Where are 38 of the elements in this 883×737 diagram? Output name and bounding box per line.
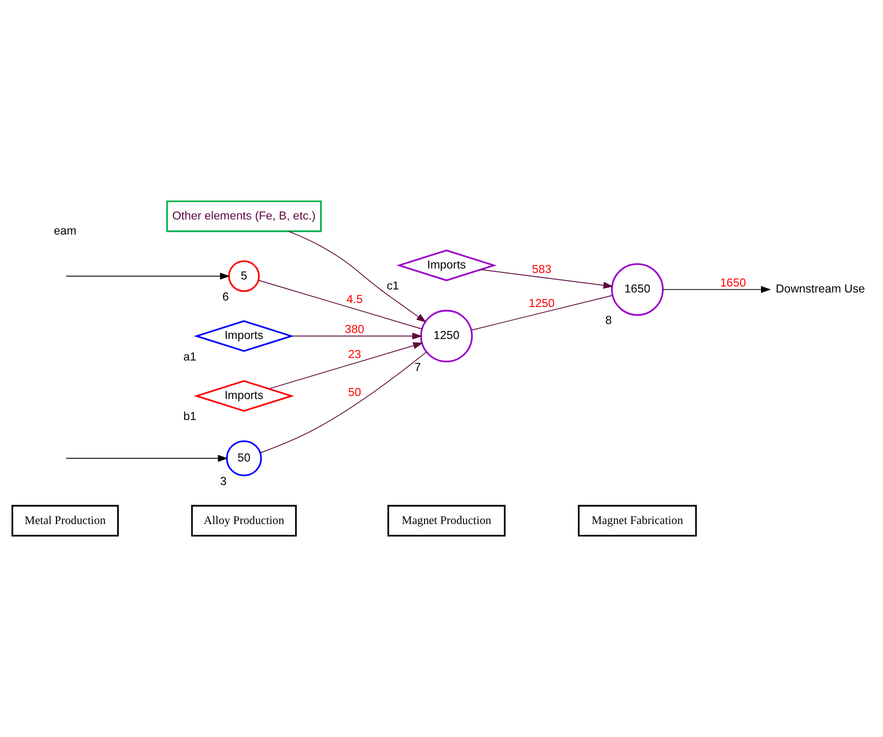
node-box: Magnet Fabrication: [578, 504, 697, 536]
node-box: Metal Production: [12, 504, 119, 536]
node-label: 8: [605, 314, 612, 328]
edge-label: 1650: [720, 276, 746, 290]
node-label: b1: [183, 410, 196, 424]
node-text: Downstream Use: [776, 282, 865, 296]
edge-label: 23: [348, 348, 362, 361]
node-box: Other elements (Fe, B, etc.): [166, 200, 322, 232]
node-diamond: Imports: [396, 250, 497, 282]
node-box: Alloy Production: [191, 504, 297, 536]
arrow: [288, 230, 426, 323]
arrow: [480, 269, 614, 289]
node-label: 7: [414, 360, 421, 374]
arrow: [268, 342, 424, 390]
edge-label: 50: [348, 386, 362, 400]
node-circle: 1250: [420, 310, 473, 362]
node-label: 6: [222, 290, 229, 304]
arrow: [662, 286, 771, 293]
node-label: c1: [386, 280, 399, 293]
node-circle: 5: [228, 260, 260, 292]
arrow: [66, 272, 230, 280]
connector: [470, 295, 613, 331]
node-diamond: Imports: [194, 320, 294, 352]
node-label: a1: [183, 350, 196, 364]
edge-label: 4.5: [346, 292, 363, 306]
node-diamond: Imports: [194, 380, 294, 412]
node-box: Magnet Production: [387, 504, 506, 536]
label: eam: [54, 224, 76, 238]
node-label: 3: [220, 474, 227, 488]
node-circle: 1650: [611, 263, 664, 316]
arrow: [66, 454, 228, 462]
edge-label: 1250: [528, 297, 555, 310]
edge-label: 380: [344, 322, 364, 336]
arrow: [290, 332, 422, 340]
edge-label: 583: [532, 263, 552, 276]
connector: [258, 280, 422, 330]
connector: [260, 352, 427, 454]
node-circle: 50: [226, 440, 262, 476]
